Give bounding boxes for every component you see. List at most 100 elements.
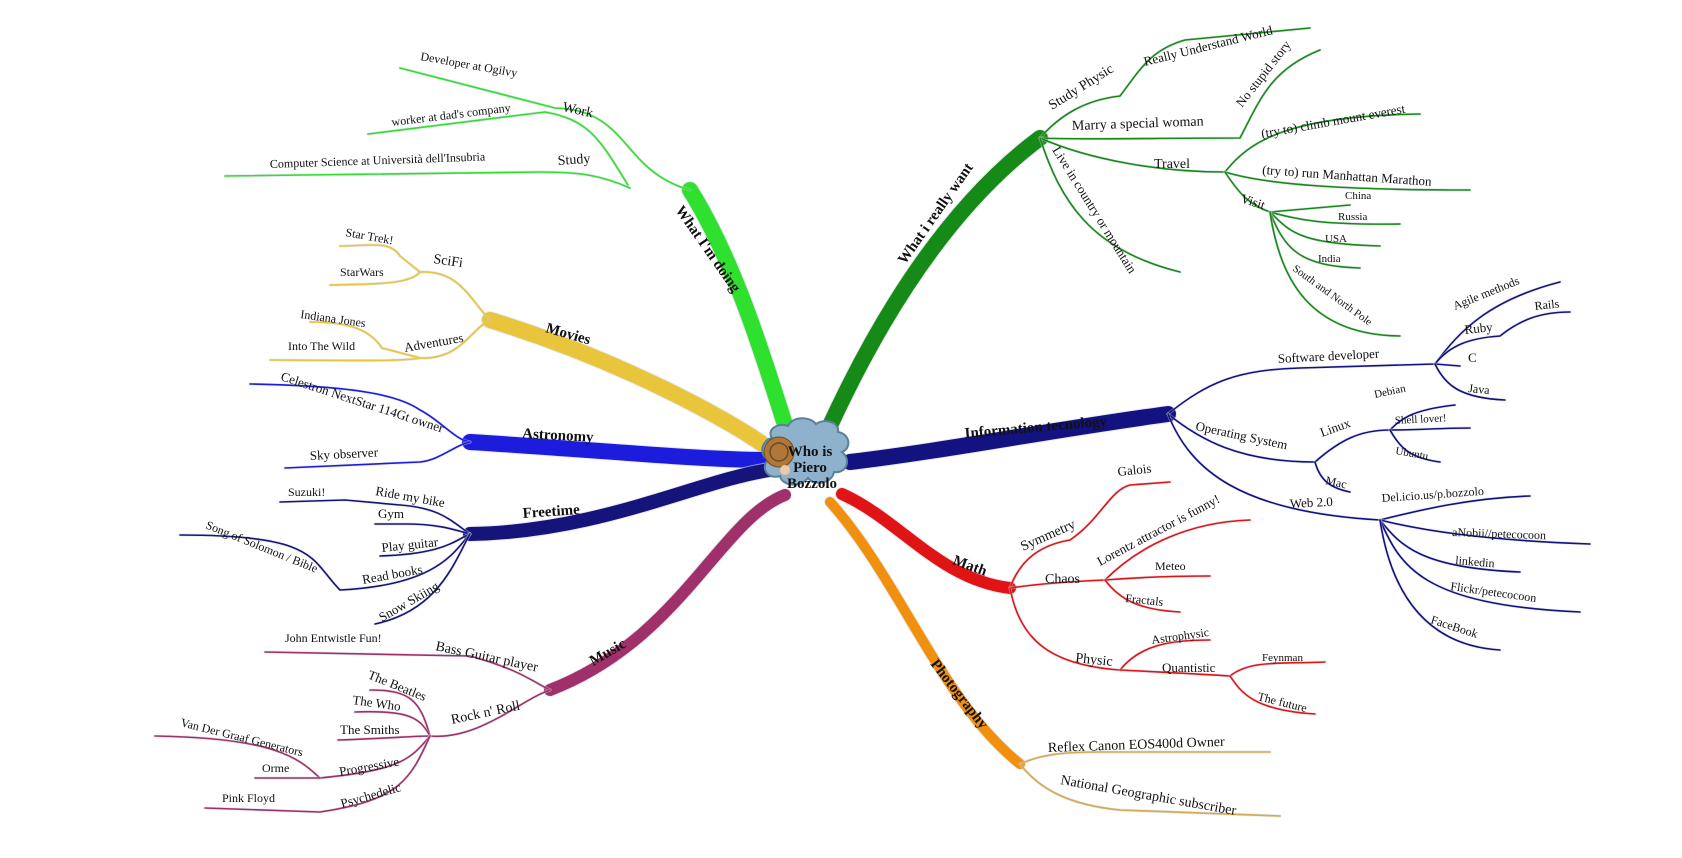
want-china-label: China	[1345, 190, 1371, 202]
it-flickr-label: Flickr/petecocoon	[1450, 579, 1538, 605]
math-feynman-line-shadow	[1118, 660, 1327, 678]
it-shell-label: Shell lover!	[1395, 412, 1447, 427]
photo-natgeo-line	[1019, 763, 1281, 817]
doing-uni-line	[224, 171, 631, 189]
want-india-label: India	[1318, 253, 1341, 265]
want-everest-label: (try to) climb mount everest	[1260, 101, 1407, 141]
music-entwistle-label: John Entwistle Fun!	[285, 631, 382, 645]
branch-astronomy-line	[462, 434, 776, 468]
branch-astronomy-label: Astronomy	[522, 426, 595, 446]
math-chaos-label: Chaos	[1045, 572, 1080, 587]
math-lorentz-label: Lorentz attractor is funny!	[1094, 491, 1222, 568]
it-agile-line	[1167, 281, 1561, 415]
want-visit-label: Visit	[1239, 191, 1267, 213]
movies-starwars-line	[329, 271, 421, 286]
want-world-label: Really Understand World	[1142, 22, 1274, 69]
freetime-suzuki-label: Suzuki!	[288, 485, 325, 499]
movies-adventures-label: Adventures	[403, 330, 465, 355]
math-future-line	[1229, 675, 1316, 715]
freetime-skiing-line	[374, 533, 471, 625]
movies-indiana-line	[309, 319, 491, 359]
center-title-line-1: Who is	[788, 444, 833, 460]
music-progressive-label: Progressive	[338, 754, 401, 779]
astronomy-observer-line	[284, 441, 471, 469]
math-physic-label: Physic	[1075, 651, 1114, 670]
math-quant-label: Quantistic	[1162, 660, 1216, 675]
it-linkedin-label: linkedin	[1455, 553, 1495, 570]
movies-starwars-label: StarWars	[340, 265, 384, 279]
it-java-label: Java	[1468, 381, 1491, 397]
it-software-label: Software developer	[1277, 346, 1380, 366]
center-title-line-2: Piero	[793, 460, 827, 476]
music-floyd-label: Pink Floyd	[222, 791, 275, 805]
want-marathon-label: (try to) run Manhattan Marathon	[1262, 162, 1433, 189]
movies-startrek-line-shadow	[338, 243, 492, 322]
math-feynman-label: Feynman	[1262, 652, 1303, 664]
math-galois-line	[1009, 481, 1171, 589]
math-symmetry-label: Symmetry	[1019, 517, 1078, 554]
math-astro-label: Astrophysic	[1150, 625, 1209, 647]
branch-math-line	[836, 488, 1016, 594]
center-node[interactable]: Who is Piero Bozzolo	[761, 417, 850, 492]
it-os-label: Operating System	[1194, 418, 1289, 452]
it-rails-line	[1434, 311, 1571, 365]
freetime-guitar-label: Play guitar	[381, 534, 440, 555]
it-c-line	[1434, 363, 1461, 367]
it-anobii-line	[1379, 519, 1591, 545]
astronomy-celestron-label: Celestron NextStar 114Gt owner	[279, 369, 446, 436]
movies-scifi-label: SciFi	[432, 252, 463, 271]
want-india-line	[1269, 211, 1361, 269]
it-shell-line	[1389, 427, 1471, 431]
music-entwistle-line	[264, 651, 551, 691]
it-linkedin-line	[1379, 519, 1521, 573]
music-bass-label: Bass Guitar player	[434, 639, 539, 675]
music-smiths-line	[337, 735, 431, 741]
branch-freetime-label: Freetime	[522, 502, 580, 522]
math-meteo-label: Meteo	[1155, 559, 1186, 573]
photo-canon-label: Reflex Canon EOS400d Owner	[1048, 735, 1226, 756]
math-meteo-line	[1104, 575, 1211, 581]
want-poles-line	[1269, 211, 1401, 337]
freetime-solomon-label: Song of Solomon / Bible	[204, 518, 320, 576]
branch-photo-line	[825, 497, 1025, 769]
doing-study-label: Study	[557, 152, 591, 169]
it-agile-label: Agile methods	[1451, 273, 1522, 312]
want-nostupid-label: No stupid story	[1233, 37, 1294, 110]
movies-wild-line	[269, 357, 421, 362]
branch-it-line	[842, 406, 1176, 470]
it-java-line	[1434, 363, 1506, 401]
math-lorentz-line	[1009, 519, 1251, 589]
music-smiths-label: The Smiths	[340, 722, 400, 737]
doing-ogilvy-line	[399, 67, 691, 191]
music-orme-label: Orme	[262, 761, 289, 775]
want-usa-label: USA	[1325, 233, 1347, 245]
want-travel-label: Travel	[1154, 157, 1190, 172]
center-title-line-3: Bozzolo	[787, 476, 837, 492]
doing-work-label: Work	[561, 100, 594, 121]
branch-freetime-line	[463, 463, 777, 541]
doing-dad-line	[367, 111, 629, 186]
photo-canon-line	[1019, 751, 1271, 765]
branch-want-line-shadow	[819, 129, 1049, 439]
want-russia-label: Russia	[1338, 211, 1367, 223]
freetime-gym-line	[374, 523, 471, 535]
want-marry-label: Marry a special woman	[1072, 114, 1204, 134]
branch-doing-line	[682, 182, 798, 448]
it-anobii-label: aNobii//petecocoon	[1452, 525, 1546, 542]
it-web-label: Web 2.0	[1289, 494, 1333, 511]
avatar-face	[780, 465, 790, 475]
music-psychedelic-label: Psychedelic	[339, 779, 403, 811]
movies-indiana-label: Indiana Jones	[300, 307, 367, 330]
it-linux-line	[1167, 413, 1391, 463]
freetime-suzuki-line	[279, 499, 471, 535]
astronomy-observer-label: Sky observer	[309, 444, 379, 463]
music-who-line	[354, 710, 431, 737]
want-usa-line	[1269, 211, 1381, 247]
connections-layer	[153, 26, 1592, 818]
branch-movies-line	[482, 312, 776, 456]
movies-startrek-line	[339, 244, 491, 321]
math-fractals-label: Fractals	[1125, 591, 1165, 609]
doing-uni-line-shadow	[223, 170, 632, 190]
music-floyd-line	[204, 735, 431, 813]
